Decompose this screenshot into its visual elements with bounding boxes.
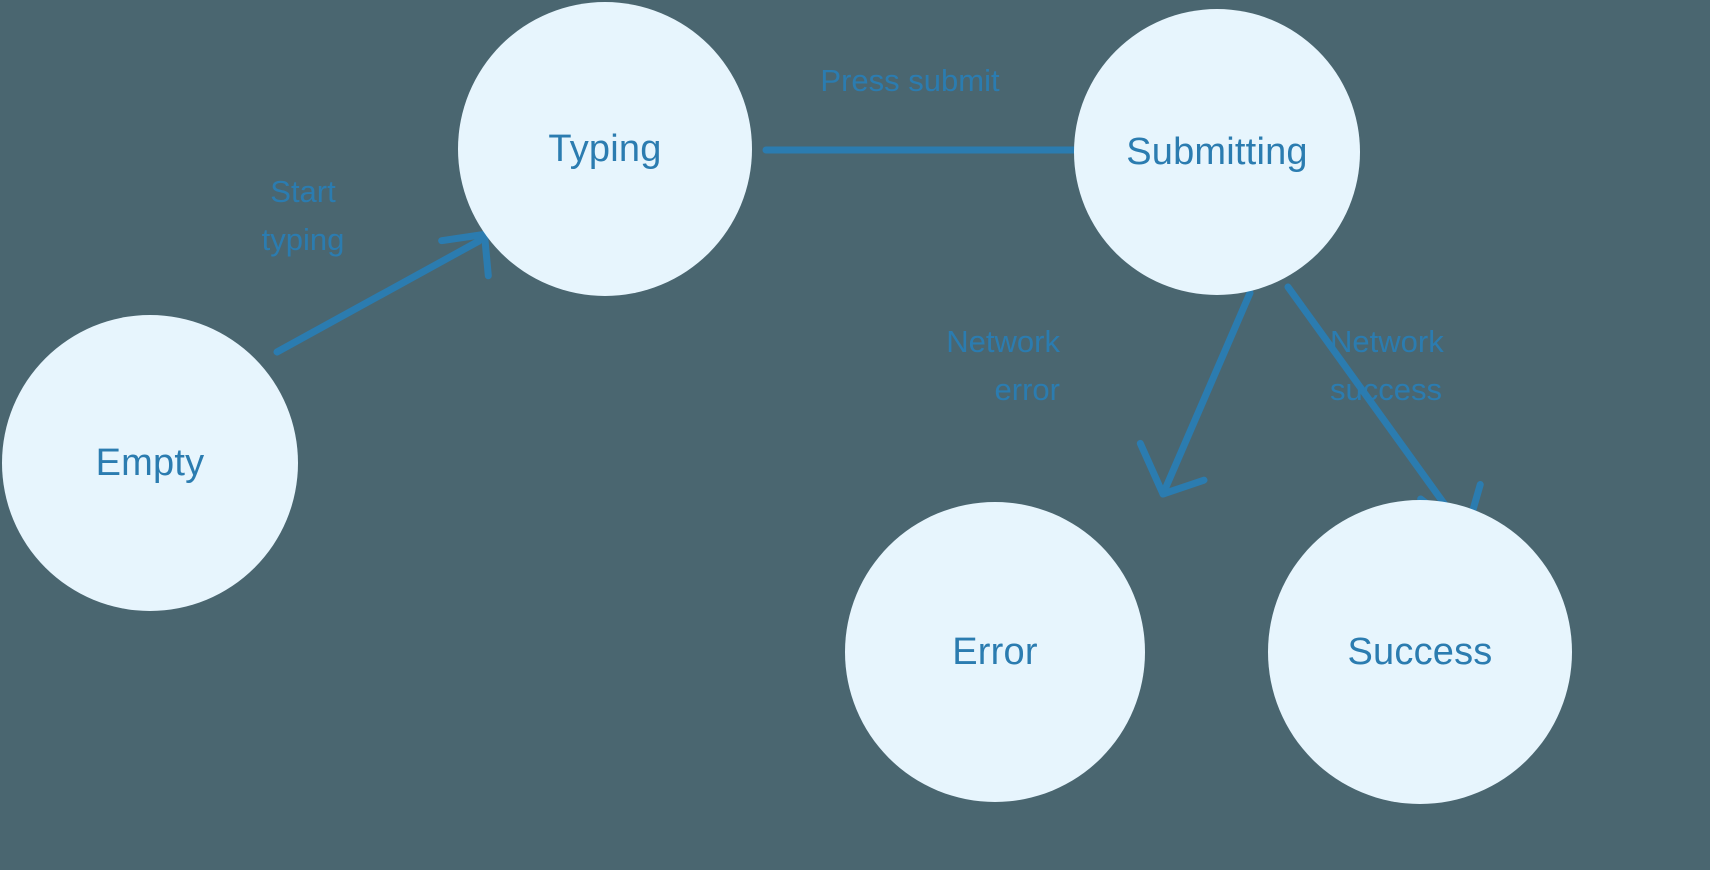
state-node-empty[interactable]: Empty [2,315,298,611]
state-label-error: Error [952,631,1038,673]
state-label-success: Success [1347,631,1493,673]
edge-label-network-error: Network error [946,324,1060,408]
edge-label-network-success: Network success [1330,324,1444,408]
edge-label-start-typing: Start typing [261,174,345,258]
state-label-typing: Typing [548,128,662,170]
state-node-error[interactable]: Error [845,502,1145,802]
edge-label-press-submit: Press submit [820,63,1000,98]
state-node-submitting[interactable]: Submitting [1074,9,1360,295]
state-node-success[interactable]: Success [1268,500,1572,804]
state-label-empty: Empty [95,442,205,484]
edge-submitting-to-error [1136,289,1254,498]
state-node-typing[interactable]: Typing [458,2,752,296]
state-label-submitting: Submitting [1126,131,1308,173]
